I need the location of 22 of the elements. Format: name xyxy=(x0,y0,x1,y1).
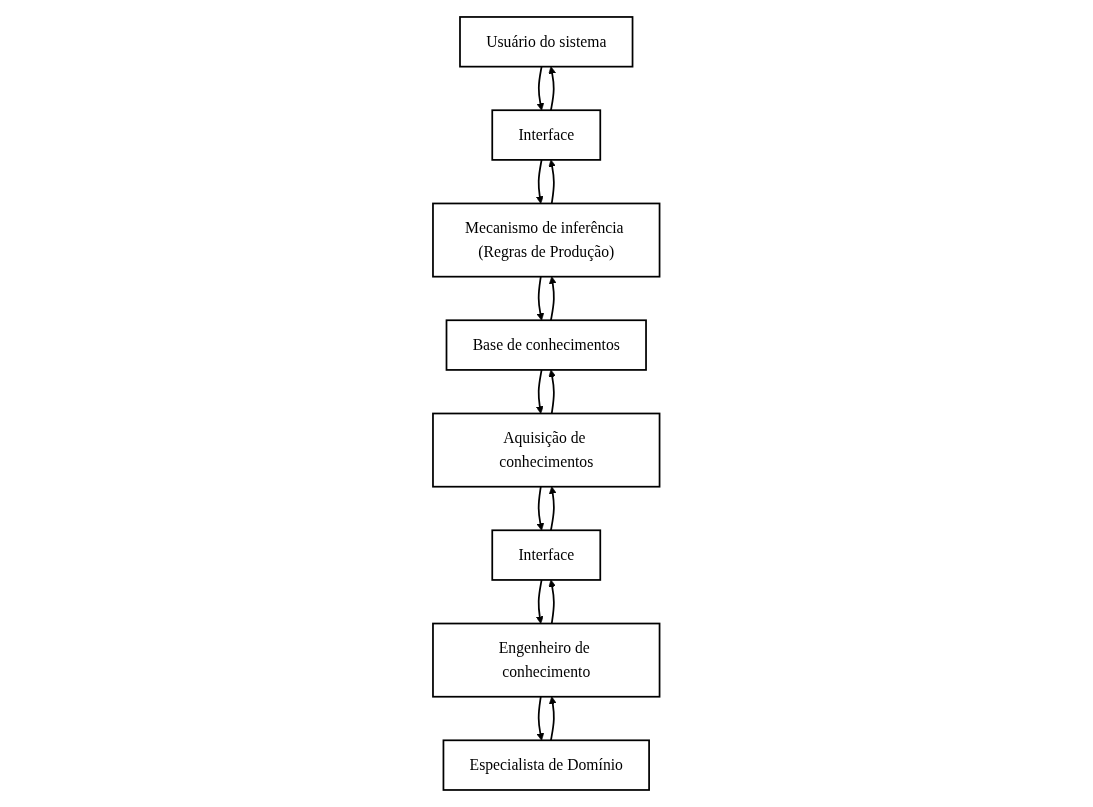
arrow xyxy=(536,695,545,741)
arrow xyxy=(548,369,557,415)
arrow xyxy=(536,65,545,111)
node-box: Interface xyxy=(491,529,602,581)
arrow xyxy=(549,696,557,742)
arrow xyxy=(536,369,544,414)
arrow xyxy=(536,579,544,624)
node-box: Interface xyxy=(491,109,602,161)
arrow xyxy=(548,579,557,625)
node-box: Engenheiro de conhecimento xyxy=(432,622,661,698)
arrow xyxy=(536,275,545,321)
arrow xyxy=(548,66,557,112)
arrow xyxy=(536,485,545,531)
arrow xyxy=(536,159,544,204)
node-box: Mecanismo de inferência (Regras de Produção) xyxy=(432,202,661,278)
node-box: Usuário do sistema xyxy=(459,16,634,68)
arrow xyxy=(549,276,557,322)
arrow xyxy=(549,486,557,532)
arrow xyxy=(548,159,557,205)
node-box: Especialista de Domínio xyxy=(442,739,651,791)
node-box: Base de conhecimentos xyxy=(445,319,648,371)
node-box: Aquisição de conhecimentos xyxy=(432,412,661,488)
